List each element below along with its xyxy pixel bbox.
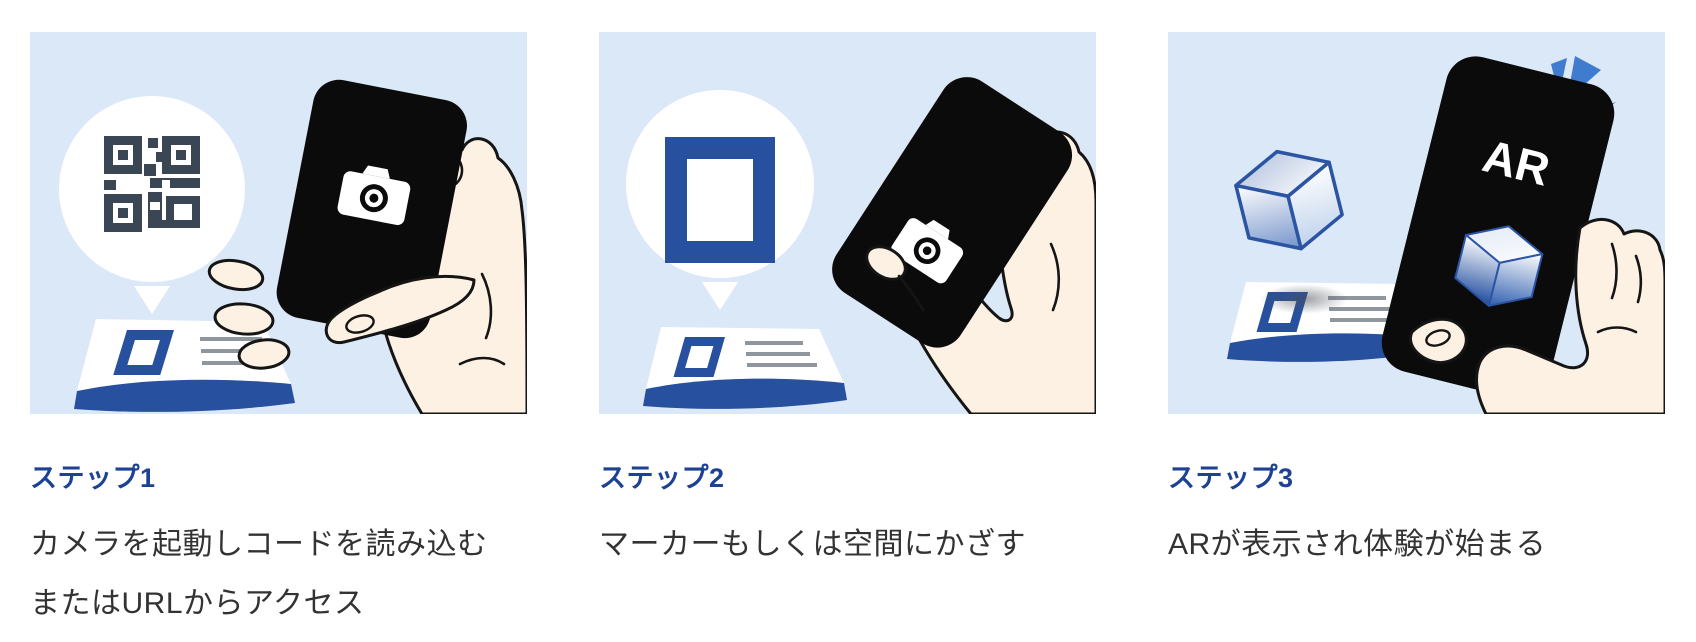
step-3: AR ステップ3 ARが表示され体験 [1168, 32, 1665, 633]
marker-icon [665, 137, 775, 263]
step2-label: ステップ2 [599, 463, 725, 493]
cube-icon [1234, 149, 1344, 251]
step1-description: カメラを起動しコードを読み込む またはURLからアクセス [30, 528, 488, 620]
step-2: ステップ2 マーカーもしくは空間にかざす [599, 32, 1096, 633]
camera-icon [337, 165, 411, 226]
step3-illustration: AR [1168, 32, 1665, 414]
qr-code-icon [104, 136, 200, 232]
camera-icon [891, 218, 964, 284]
step2-description: マーカーもしくは空間にかざす [599, 528, 1026, 561]
smartphone: AR [1381, 56, 1615, 400]
step-1: ステップ1 カメラを起動しコードを読み込む またはURLからアクセス [30, 32, 527, 633]
smartphone [276, 79, 467, 339]
step1-illustration [30, 32, 527, 414]
step2-illustration [599, 32, 1096, 414]
cube-shadow [1260, 284, 1348, 314]
thumb [865, 245, 925, 312]
marker-card [74, 319, 295, 412]
step3-description: ARが表示され体験が始まる [1168, 528, 1547, 561]
screen-cube-icon [1454, 225, 1544, 307]
thumb [324, 274, 476, 345]
step1-label: ステップ1 [30, 463, 156, 493]
marker-card [1227, 282, 1425, 362]
hand [1408, 218, 1665, 414]
marker-card [643, 327, 847, 409]
step3-label: ステップ3 [1168, 463, 1294, 493]
